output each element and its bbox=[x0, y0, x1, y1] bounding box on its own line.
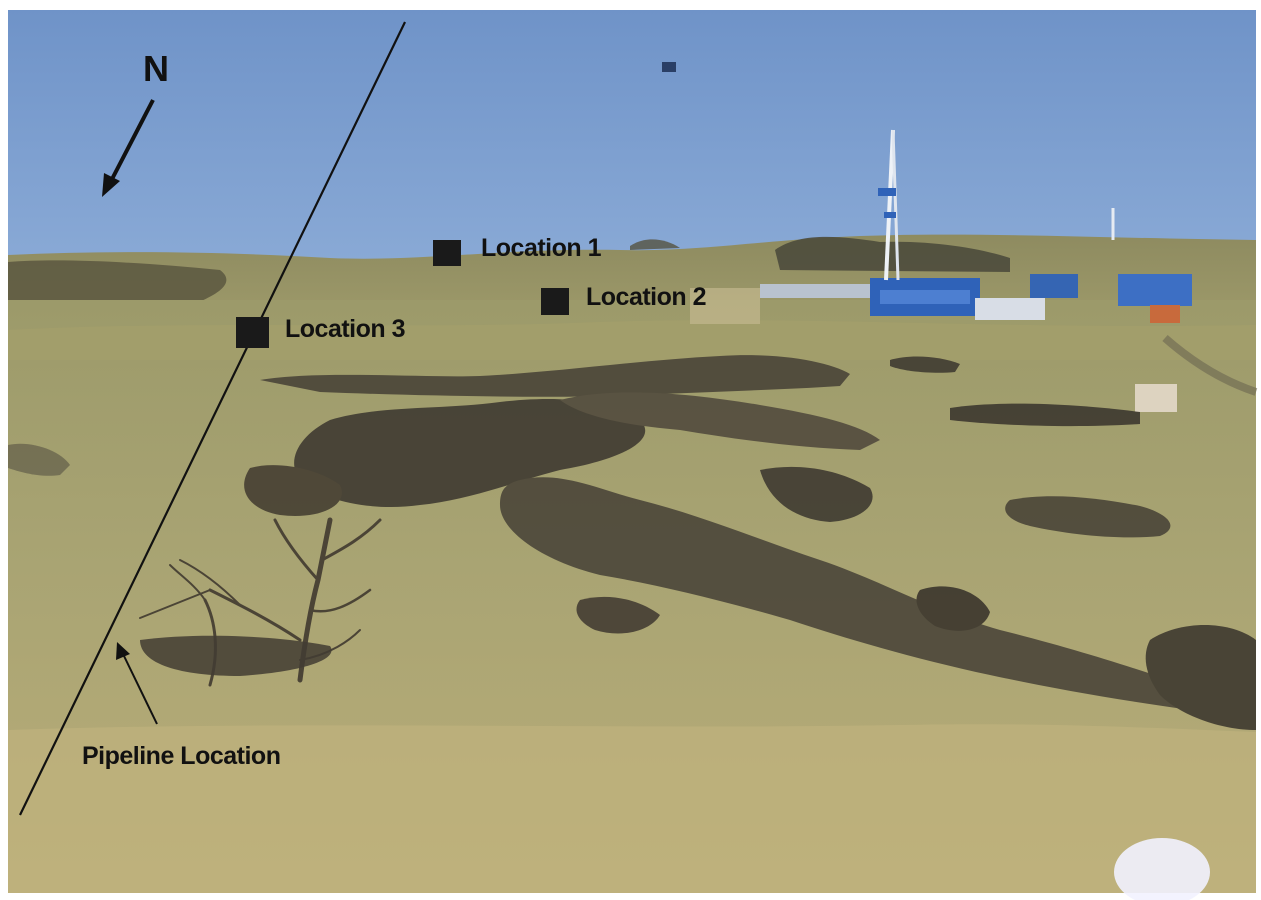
location-2-label: Location 2 bbox=[586, 283, 707, 311]
location-1-label: Location 1 bbox=[481, 234, 602, 262]
pointer-arrow-icon bbox=[116, 642, 158, 725]
tree-line-right bbox=[775, 236, 1010, 272]
distant-object bbox=[662, 62, 676, 72]
location-1-marker bbox=[433, 240, 461, 266]
north-arrow-icon bbox=[102, 99, 155, 197]
compass-letter: N bbox=[143, 48, 169, 89]
pipeline-line bbox=[19, 21, 406, 816]
location-2-marker bbox=[541, 288, 569, 315]
location-3-marker bbox=[236, 317, 269, 348]
location-3-label: Location 3 bbox=[285, 315, 406, 343]
drilling-site bbox=[690, 129, 1258, 412]
lens-glare bbox=[1114, 838, 1210, 900]
shrub-ravine bbox=[8, 355, 1256, 730]
pipeline-label: Pipeline Location bbox=[82, 742, 281, 770]
sky bbox=[8, 10, 1256, 270]
